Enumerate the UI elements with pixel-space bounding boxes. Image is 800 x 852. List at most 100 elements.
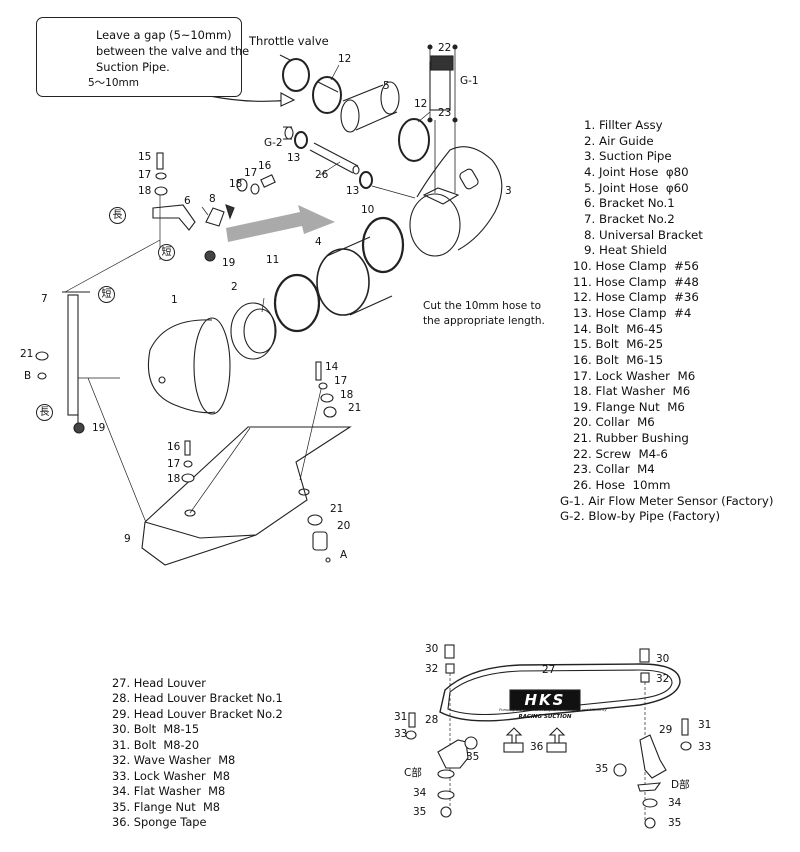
parts-list-item: 30. Bolt M8-15 [112, 722, 200, 737]
label-3: 3 [505, 185, 512, 197]
flat-washer-18b [236, 178, 248, 192]
filter-assy-1 [147, 317, 231, 415]
parts-list-item: 21. Rubber Bushing [573, 431, 689, 446]
parts-list-item: 3. Suction Pipe [584, 149, 672, 164]
label-4: 4 [315, 236, 322, 248]
parts-list-item: 1. Fillter Assy [584, 118, 663, 132]
label-32a: 32 [425, 663, 439, 675]
parts-list: 1. Fillter Assy 2. Air Guide 3. Suction … [560, 118, 773, 525]
bracket-6 [152, 192, 196, 260]
label-17c: 17 [334, 375, 348, 387]
washer-b [37, 372, 47, 380]
gap-callout-text: Leave a gap (5~10mm)between the valve an… [96, 28, 250, 74]
parts-list-item: 6. Bracket No.1 [584, 196, 675, 211]
hose-clamp-13-a [294, 131, 308, 149]
label-32b: 32 [656, 673, 670, 685]
marker-short-1: 短 [158, 244, 175, 261]
label-7: 7 [41, 293, 48, 305]
bolt-16a [260, 174, 276, 188]
parts-list-item: 16. Bolt M6-15 [573, 352, 664, 367]
air-guide-2 [230, 302, 277, 360]
label-9: 9 [124, 533, 131, 545]
hose-26 [309, 142, 360, 175]
label-8: 8 [209, 193, 216, 205]
parts-list-item: 31. Bolt M8-20 [112, 737, 200, 752]
parts-list-item: 34. Flat Washer M8 [112, 784, 226, 799]
label-17a: 17 [138, 169, 152, 181]
parts-list-item: 8. Universal Bracket [584, 227, 703, 242]
rubber-bushing-21c [307, 514, 323, 526]
bolt-16b [184, 440, 191, 456]
rubber-bushing-21b [323, 406, 337, 418]
flange-nut-19b [73, 422, 85, 434]
label-20: 20 [337, 520, 351, 532]
label-29: 29 [659, 724, 673, 736]
parts-list-item: 26. Hose 10mm [573, 478, 671, 493]
lock-washer-17a [155, 172, 167, 180]
parts-list-item: 35. Flange Nut M8 [112, 799, 221, 814]
label-12a: 12 [338, 53, 352, 65]
label-g2: G-2 [264, 137, 283, 149]
bolt-15 [156, 152, 164, 170]
parts-list-item: 29. Head Louver Bracket No.2 [112, 706, 283, 721]
label-33b: 33 [698, 741, 712, 753]
label-35d: 35 [668, 817, 682, 829]
joint-hose-5 [340, 81, 400, 133]
bracket-7 [62, 291, 120, 428]
label-6: 6 [184, 195, 191, 207]
parts-list-item: 22. Screw M4-6 [573, 446, 668, 461]
label-23: 23 [438, 107, 452, 119]
label-g1: G-1 [460, 75, 479, 87]
parts-list-item: G-2. Blow-by Pipe (Factory) [560, 509, 721, 524]
label-part-d: D部 [671, 779, 690, 791]
hose-clamp-12-left [312, 76, 342, 114]
label-A: A [340, 549, 348, 561]
blow-by-pipe-g2 [283, 126, 294, 140]
label-19b: 19 [92, 422, 106, 434]
label-26: 26 [315, 169, 329, 181]
label-14: 14 [325, 361, 339, 373]
label-34b: 34 [668, 797, 682, 809]
universal-bracket-8 [205, 204, 235, 227]
hose-clamp-13-b [359, 171, 373, 189]
label-16a: 16 [258, 160, 272, 172]
label-21c: 21 [330, 503, 344, 515]
parts-list-item: 9. Heat Shield [584, 243, 668, 258]
label-16b: 16 [167, 441, 181, 453]
label-31a: 31 [394, 711, 408, 723]
hks-logo [509, 689, 581, 711]
label-13b: 13 [346, 185, 360, 197]
throttle-valve-ring [282, 58, 310, 92]
joint-hose-4 [316, 236, 393, 316]
lock-washer-17b [250, 183, 260, 195]
label-27: 27 [542, 664, 556, 676]
parts-list-item: G-1. Air Flow Meter Sensor (Factory) [560, 493, 774, 508]
logo-tagline: Pursuing the Ultimate in Engine Performa… [499, 708, 607, 712]
lock-washer-17d [183, 460, 193, 468]
parts-list-item: 20. Collar M6 [573, 415, 655, 430]
parts-list-item: 11. Hose Clamp #48 [573, 274, 699, 289]
parts-list-item: 15. Bolt M6-25 [573, 337, 664, 352]
parts-list-item: 10. Hose Clamp #56 [573, 258, 699, 273]
parts-list-item: 17. Lock Washer M6 [573, 368, 696, 383]
parts-list-item: 4. Joint Hose φ80 [584, 164, 689, 179]
left-bracket-hardware [405, 644, 478, 818]
label-36: 36 [530, 741, 544, 753]
gap-dimension-label: 5～10mm [88, 77, 139, 89]
parts-list-item: 5. Joint Hose φ60 [584, 180, 689, 195]
gap-callout [36, 17, 242, 97]
hks-logo-text: HKS [524, 691, 566, 709]
parts-list-item: 36. Sponge Tape [112, 815, 207, 830]
hose-clamp-10 [361, 216, 405, 274]
parts-list-item: 33. Lock Washer M8 [112, 768, 231, 783]
marker-long-2: 長 [36, 404, 53, 421]
parts-list-item: 18. Flat Washer M6 [573, 384, 691, 399]
label-30b: 30 [656, 653, 670, 665]
label-18b: 18 [229, 178, 243, 190]
label-11: 11 [266, 254, 280, 266]
label-18d: 18 [167, 473, 181, 485]
collar-20 [312, 531, 328, 551]
label-18a: 18 [138, 185, 152, 197]
